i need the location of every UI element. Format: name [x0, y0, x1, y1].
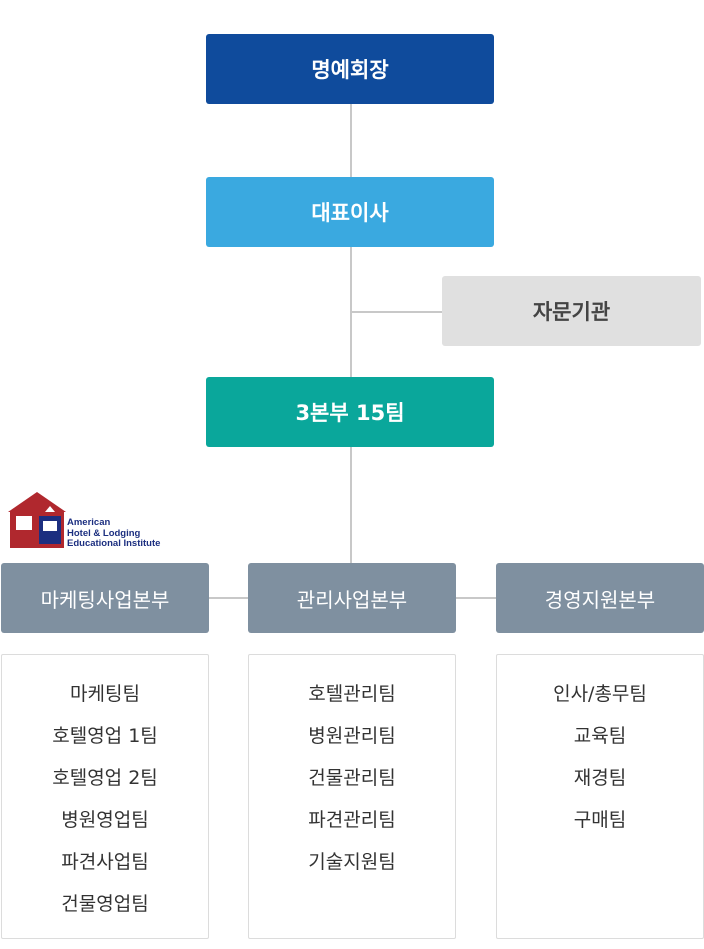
division-support-label: 경영지원본부	[544, 587, 656, 612]
team-item: 건물영업팀	[61, 892, 149, 915]
chairman-label: 명예회장	[311, 58, 389, 82]
team-item: 인사/총무팀	[553, 682, 647, 705]
team-item: 병원영업팀	[61, 808, 149, 831]
team-item: 마케팅팀	[70, 682, 140, 705]
team-item: 재경팀	[573, 766, 627, 789]
connector-division-2-3	[456, 597, 497, 599]
team-item: 호텔관리팀	[308, 682, 396, 705]
teams-panel-support: 인사/총무팀 교육팀 재경팀 구매팀	[496, 654, 704, 939]
team-item: 건물관리팀	[308, 766, 396, 789]
team-item: 파견관리팀	[308, 808, 396, 831]
advisory-label: 자문기관	[532, 300, 611, 324]
teams-panel-marketing: 마케팅팀 호텔영업 1팀 호텔영업 2팀 병원영업팀 파견사업팀 건물영업팀	[1, 654, 209, 939]
divisions-summary-label: 3본부 15팀	[295, 401, 405, 425]
logo-line-1: American	[67, 517, 111, 528]
division-management: 관리사업본부	[248, 563, 456, 633]
connector-summary-to-divisions	[350, 447, 352, 565]
divisions-summary-box: 3본부 15팀	[206, 377, 494, 447]
chairman-box: 명예회장	[206, 34, 494, 104]
ahlei-logo-wordmark: American Hotel & Lodging Educational Ins…	[67, 517, 161, 550]
ahlei-logo-icon	[8, 492, 66, 548]
logo-line-2: Hotel & Lodging	[67, 527, 141, 539]
connector-to-advisory	[351, 311, 443, 313]
ceo-label: 대표이사	[311, 201, 389, 225]
connector-division-1-2	[208, 597, 249, 599]
division-management-label: 관리사업본부	[296, 587, 408, 612]
ceo-box: 대표이사	[206, 177, 494, 247]
teams-panel-management: 호텔관리팀 병원관리팀 건물관리팀 파견관리팀 기술지원팀	[248, 654, 456, 939]
team-item: 호텔영업 1팀	[52, 724, 158, 747]
team-item: 호텔영업 2팀	[52, 766, 158, 789]
logo-line-3: Educational Institute	[67, 538, 161, 549]
team-item: 교육팀	[573, 724, 627, 747]
division-support: 경영지원본부	[496, 563, 704, 633]
division-marketing-label: 마케팅사업본부	[40, 587, 170, 612]
team-item: 기술지원팀	[308, 850, 396, 873]
team-item: 구매팀	[573, 808, 627, 831]
team-item: 병원관리팀	[308, 724, 396, 747]
advisory-box: 자문기관	[442, 276, 701, 346]
division-marketing: 마케팅사업본부	[1, 563, 209, 633]
team-item: 파견사업팀	[61, 850, 149, 873]
